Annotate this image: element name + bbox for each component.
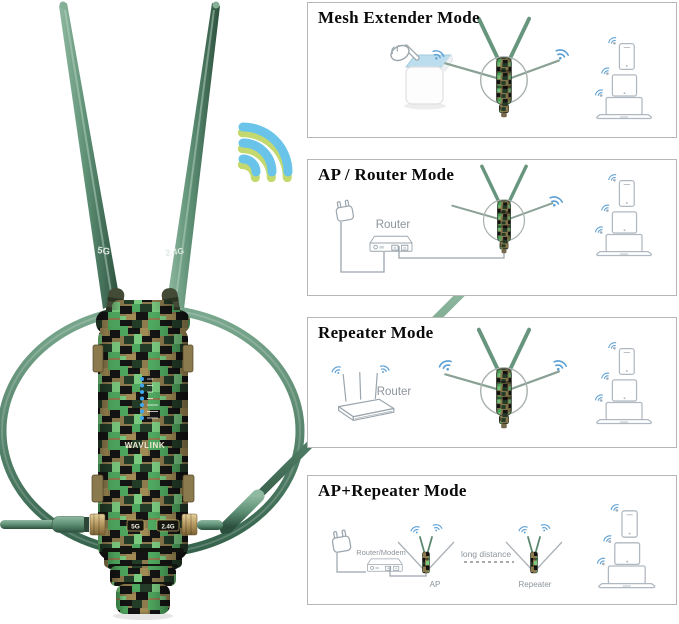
panel-ap-router-mode: AP / Router Mode Router — [307, 159, 677, 296]
client-devices-icon — [596, 503, 654, 587]
extender-device-icon — [443, 16, 561, 120]
ap-repeater-diagram: Router/Modem AP long distance Repeater — [330, 476, 676, 589]
router-modem-icon — [367, 558, 403, 572]
wifi-icon — [547, 194, 564, 210]
svg-text:5G: 5G — [131, 524, 140, 531]
wifi-icon — [551, 358, 568, 374]
rf-connector-right — [181, 513, 198, 536]
antenna-label-5g: 5G — [97, 245, 111, 258]
router-label: Router — [376, 219, 411, 231]
badge-5g: 5G — [126, 519, 145, 532]
router-label: Router — [377, 386, 412, 398]
ethernet-cable — [389, 566, 427, 577]
repeater-device-icon — [506, 524, 562, 573]
panel-mesh-extender-mode: Mesh Extender Mode — [307, 2, 677, 138]
router-icon — [369, 235, 413, 252]
badge-2-4g: 2.4G — [156, 519, 180, 532]
antenna-label-2-4g: 2.4G — [165, 245, 185, 258]
power-cord — [340, 222, 385, 273]
mesh-node-icon — [404, 54, 454, 110]
panel-title: AP / Router Mode — [318, 165, 455, 184]
repeater-diagram: Router — [308, 327, 676, 431]
panel-ap-repeater-mode: AP+Repeater Mode Router/Modem AP long di… — [307, 475, 677, 605]
panel-title: AP+Repeater Mode — [318, 481, 467, 500]
power-plug-icon — [334, 198, 355, 223]
mesh-extender-diagram — [308, 16, 676, 120]
ap-label: AP — [430, 580, 441, 589]
mount-clip — [91, 474, 104, 503]
left-horizontal-antenna — [0, 516, 89, 533]
router-modem-label: Router/Modem — [356, 548, 406, 557]
client-devices-icon — [595, 173, 652, 255]
right-antenna-stub — [197, 520, 223, 530]
wifi-icon — [553, 47, 570, 63]
ap-router-diagram: Router — [334, 164, 676, 273]
ap-device-icon — [398, 524, 454, 573]
wifi-signal-icon — [237, 122, 293, 183]
long-distance-label: long distance — [461, 549, 511, 559]
panel-repeater-mode: Repeater Mode Router — [307, 317, 677, 448]
mount-clip — [182, 344, 194, 373]
antenna-2-4g — [167, 1, 220, 309]
device-body — [91, 300, 195, 620]
panel-title: Repeater Mode — [318, 323, 434, 342]
client-devices-icon — [595, 36, 652, 118]
power-plug-icon — [330, 528, 352, 554]
antenna-5g — [59, 1, 120, 309]
brand-logo: WAVLINK — [125, 441, 166, 450]
svg-text:2.4G: 2.4G — [161, 525, 174, 531]
power-cord — [336, 553, 366, 573]
led-indicators — [140, 377, 158, 420]
mount-clip — [182, 474, 195, 503]
extender-device-icon — [443, 327, 561, 431]
wifi-icon — [437, 358, 455, 374]
ethernet-cable — [398, 246, 505, 259]
mount-clip — [92, 344, 104, 373]
repeater-label: Repeater — [519, 580, 552, 589]
rf-connector-left — [89, 513, 106, 536]
panel-title: Mesh Extender Mode — [318, 8, 480, 27]
extender-device-icon — [450, 164, 555, 255]
client-devices-icon — [595, 341, 652, 423]
